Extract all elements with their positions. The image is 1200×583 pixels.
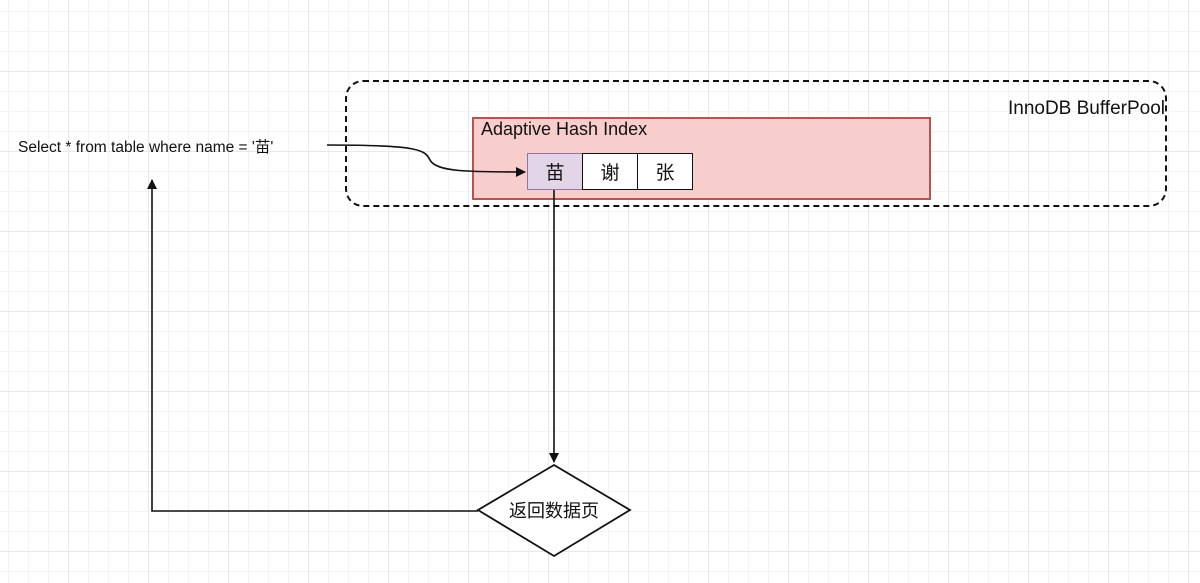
hash-key-cell-zhang[interactable]: 张: [637, 153, 693, 190]
hash-key-cell-xie[interactable]: 谢: [582, 153, 638, 190]
buffer-pool-container[interactable]: InnoDB BufferPool: [345, 80, 1167, 207]
result-diamond[interactable]: [476, 463, 632, 558]
adaptive-hash-index-title: Adaptive Hash Index: [481, 119, 648, 139]
query-to-key-arrow: [326, 144, 526, 177]
result-to-query-arrow: [147, 179, 478, 512]
result-diamond-label: 返回数据页: [509, 501, 599, 522]
buffer-pool-title: InnoDB BufferPool: [1007, 98, 1165, 119]
sql-query-text[interactable]: Select * from table where name = '苗': [18, 139, 274, 156]
